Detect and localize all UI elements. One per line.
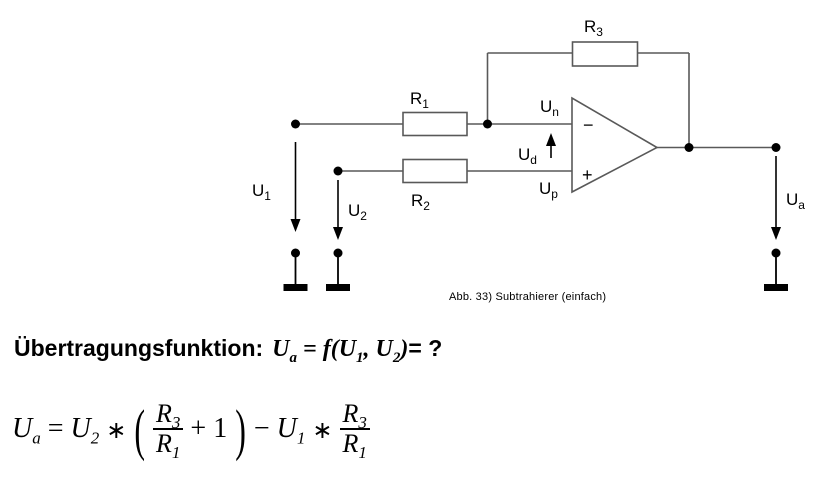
formula-plus: + [190,413,207,444]
label-ua: Ua [786,190,805,212]
node-dot [684,143,694,152]
ua-voltage-arrow [771,156,781,240]
node-dot [483,119,492,129]
node-dot [333,166,343,176]
fraction-numerator: R3 [153,399,184,431]
resistor-r1 [402,111,468,137]
ground-symbol [326,257,350,291]
label-r1: R1 [410,89,429,111]
formula-one: 1 [213,413,228,444]
label-ud: Ud [518,145,537,167]
ud-voltage-arrow [546,133,556,158]
label-u2: U2 [348,201,367,223]
u1-voltage-arrow [290,142,301,232]
voltage-arrows [290,133,781,240]
node-dot [291,119,300,129]
formula-multiply: ∗ [106,417,127,444]
heading-math: Ua = f(U1, U2) [272,336,409,366]
formula-ua: Ua [12,413,41,448]
figure-caption: Abb. 33) Subtrahierer (einfach) [449,291,607,303]
close-paren: ) [235,396,246,462]
formula-equals: = [47,413,64,444]
ground-symbol [764,257,788,291]
formula-minus: − [253,413,270,444]
heading-suffix: = ? [408,335,443,361]
open-paren: ( [134,396,146,462]
node-dot [771,248,781,258]
fraction-r3-r1: R3 R1 [339,399,370,463]
fraction-denominator: R1 [156,429,181,463]
heading-label: Übertragungsfunktion: [14,335,264,361]
node-dot [291,248,300,258]
resistor-r2 [402,158,468,184]
label-u1: U1 [252,181,271,203]
node-dots [291,119,781,258]
transfer-function-formula: Ua = U2 ∗ ( R3 R1 + 1 ) − U1 ∗ R3 R1 [12,396,370,462]
opamp-plus-sign: + [582,165,593,185]
u2-voltage-arrow [333,180,343,240]
ground-symbol [283,257,308,291]
fraction-r3-r1: R3 R1 [153,399,184,463]
fraction-denominator: R1 [342,429,367,463]
node-dot [333,248,343,258]
node-dot [771,143,781,152]
transfer-function-heading: Übertragungsfunktion: Ua = f(U1, U2)= ? [14,335,443,366]
ground-symbols [283,257,788,291]
opamp-minus-sign: − [583,115,594,135]
formula-u1: U1 [276,413,306,448]
label-up: Up [539,179,558,201]
fraction-numerator: R3 [339,399,370,431]
formula-multiply: ∗ [312,417,333,444]
label-r2: R2 [411,191,430,213]
label-un: Un [540,97,559,119]
formula-u2: U2 [70,413,100,448]
resistors [402,41,639,184]
resistor-r3 [571,41,639,67]
label-r3: R3 [584,17,603,39]
circuit-diagram: − + [252,17,805,291]
opamp-triangle [571,96,659,194]
